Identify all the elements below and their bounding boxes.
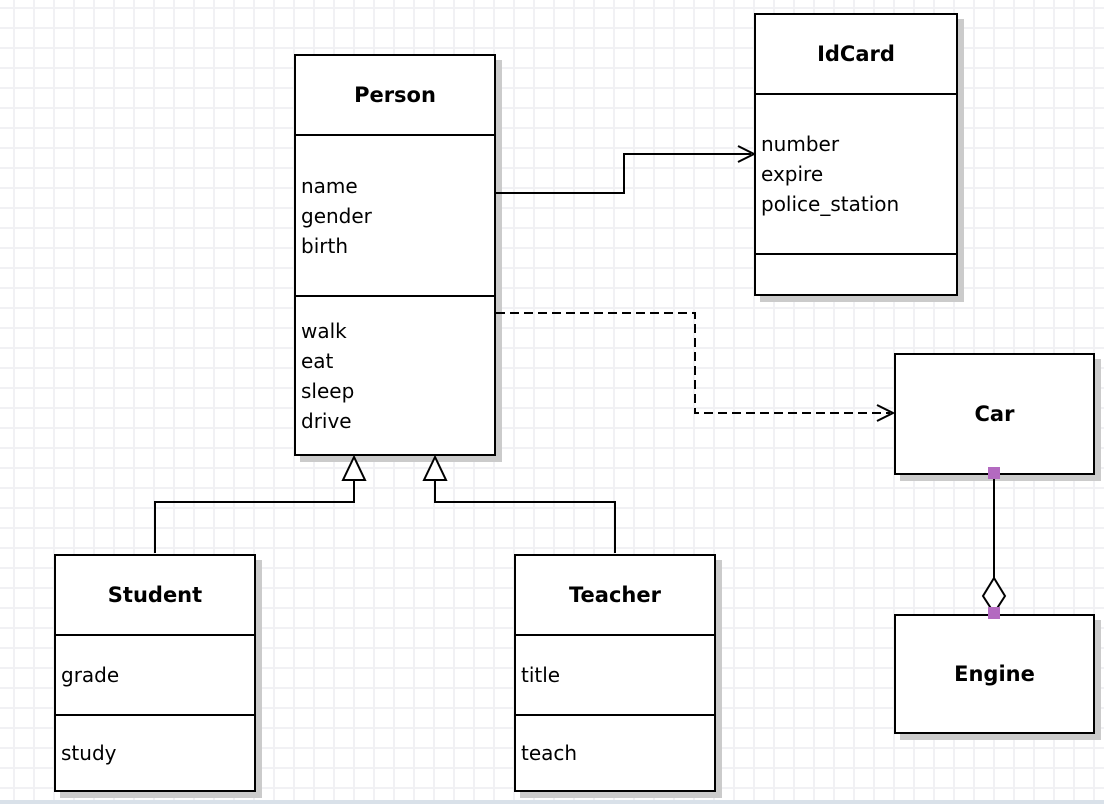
methods-section-idcard-empty: [756, 253, 956, 294]
method-item: teach: [521, 741, 578, 765]
attributes-section-person: name gender birth: [296, 134, 494, 295]
hollow-triangle-icon: [341, 454, 367, 481]
hollow-triangle-icon: [422, 454, 448, 481]
methods-section-student: study: [56, 714, 254, 790]
class-title-person: Person: [354, 83, 436, 107]
attribute-item: title: [521, 663, 561, 687]
attributes-section-student: grade: [56, 634, 254, 714]
connector-generalization-teacher-person[interactable]: [422, 454, 616, 553]
canvas-bottom-edge: [0, 800, 1104, 804]
class-title-idcard: IdCard: [817, 42, 895, 66]
attribute-item: police_station: [761, 192, 900, 216]
attribute-item: grade: [61, 663, 120, 687]
endpoint-marker-square[interactable]: [988, 467, 1000, 479]
class-box-engine[interactable]: Engine: [894, 614, 1095, 734]
class-title-student: Student: [107, 583, 203, 607]
class-box-person[interactable]: Person name gender birth walk eat sleep …: [294, 54, 496, 456]
class-title-engine: Engine: [954, 662, 1035, 686]
methods-section-person: walk eat sleep drive: [296, 295, 494, 454]
method-item: drive: [301, 408, 352, 433]
attribute-item: expire: [761, 162, 824, 186]
methods-section-teacher: teach: [516, 714, 714, 790]
attributes-section-teacher: title: [516, 634, 714, 714]
open-arrowhead-icon: [737, 145, 757, 163]
connector-aggregation-car-engine[interactable]: [981, 467, 1007, 619]
attribute-item: birth: [301, 233, 348, 258]
class-box-student[interactable]: Student grade study: [54, 554, 256, 792]
connector-association-person-idcard[interactable]: [496, 145, 757, 194]
attributes-section-idcard: number expire police_station: [756, 93, 956, 253]
connector-generalization-student-person[interactable]: [154, 454, 367, 553]
class-box-teacher[interactable]: Teacher title teach: [514, 554, 716, 792]
method-item: walk: [301, 318, 347, 343]
attribute-item: name: [301, 173, 358, 198]
attribute-item: number: [761, 132, 840, 156]
open-arrowhead-icon: [876, 404, 896, 422]
endpoint-marker-square[interactable]: [988, 607, 1000, 619]
class-box-car[interactable]: Car: [894, 353, 1095, 475]
class-title-teacher: Teacher: [569, 583, 661, 607]
method-item: sleep: [301, 378, 355, 403]
class-title-car: Car: [974, 402, 1015, 426]
connector-dependency-person-car[interactable]: [496, 312, 896, 422]
class-box-idcard[interactable]: IdCard number expire police_station: [754, 13, 958, 296]
method-item: study: [61, 741, 117, 765]
method-item: eat: [301, 348, 334, 373]
attribute-item: gender: [301, 203, 372, 228]
